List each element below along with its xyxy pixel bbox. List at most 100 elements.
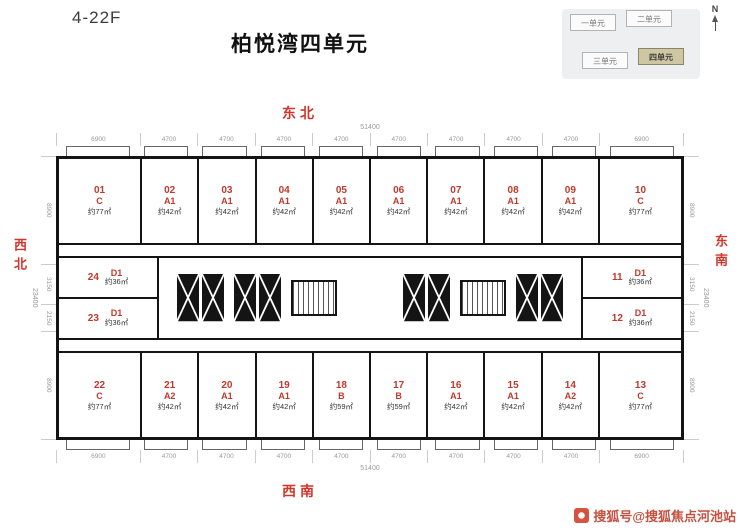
unit-area: 约42㎡ xyxy=(329,207,354,217)
unit-cell: 02 A1 约42㎡ xyxy=(140,159,197,243)
unit-type: A1 xyxy=(507,196,519,207)
unit-number: 03 xyxy=(221,185,233,197)
unit-number: 17 xyxy=(393,379,405,391)
unit-cell: 06 A1 约42㎡ xyxy=(369,159,426,243)
north-arrow-stem xyxy=(714,22,716,31)
unit-type: B xyxy=(338,390,345,401)
middle-band: 24 D1 约36㎡ 23 D1 约36㎡ xyxy=(59,258,681,338)
watermark: 搜狐号@搜狐焦点河池站 xyxy=(574,506,736,525)
unit-type: D1 xyxy=(634,267,647,278)
unit-area: 约42㎡ xyxy=(272,207,296,217)
dimension-segment: 4700 xyxy=(369,450,427,463)
direction-label-southwest: 西南 xyxy=(282,483,318,499)
elevator-shaft-icon xyxy=(403,274,425,322)
balcony xyxy=(260,146,305,156)
balcony-strip-top xyxy=(59,146,681,156)
units-stack-right: 11 D1 约36㎡ 12 D1 约36㎡ xyxy=(581,258,681,338)
units-row-bottom: 22 C 约77㎡ 21 A2 约42㎡ 20 A1 约42㎡ 19 A1 xyxy=(59,353,681,438)
unit-number: 24 xyxy=(87,272,99,284)
floorplan-drawing: 01 C 约77㎡ 02 A1 约42㎡ 03 A1 约42㎡ 04 A1 xyxy=(56,156,684,440)
dimension-segment: 4700 xyxy=(254,450,312,463)
unit-area: 约42㎡ xyxy=(501,401,525,411)
unit-number: 04 xyxy=(278,185,290,197)
unit-number: 02 xyxy=(164,185,176,197)
balcony xyxy=(493,146,538,156)
dimension-segment: 6900 xyxy=(56,133,140,146)
unit-cell: 01 C 约77㎡ xyxy=(59,159,140,243)
unit-cell: 15 A1 约42㎡ xyxy=(483,353,540,438)
dimension-segment: 4700 xyxy=(541,450,599,463)
unit-area: 约42㎡ xyxy=(558,401,582,411)
keyplan-unit-1: 一单元 xyxy=(570,14,616,31)
unit-type: C xyxy=(637,390,644,401)
unit-number: 10 xyxy=(634,185,647,197)
balcony xyxy=(66,146,131,156)
unit-type: A1 xyxy=(278,390,290,401)
keyplan-unit-4-active: 四单元 xyxy=(638,48,684,65)
unit-number: 14 xyxy=(564,379,576,391)
unit-type: C xyxy=(96,390,103,401)
unit-type: A1 xyxy=(278,196,290,207)
staircase-icon xyxy=(460,279,506,317)
unit-area: 约77㎡ xyxy=(87,401,112,411)
balcony xyxy=(551,440,597,450)
dimension-total-left: 23400 xyxy=(28,122,41,474)
balcony xyxy=(202,146,247,156)
dimension-value: 23400 xyxy=(31,288,38,308)
elevator-bank xyxy=(516,274,563,322)
unit-area: 约42㎡ xyxy=(158,207,182,217)
dimension-segment: 4700 xyxy=(139,450,197,463)
corridor-top xyxy=(59,242,681,259)
unit-area: 约42㎡ xyxy=(444,207,468,217)
unit-type: D1 xyxy=(634,308,647,319)
elevator-shaft-icon xyxy=(202,274,224,322)
balcony xyxy=(610,440,675,450)
corridor-bottom xyxy=(59,337,681,354)
unit-area: 约36㎡ xyxy=(628,318,653,328)
unit-area: 约59㎡ xyxy=(386,401,411,411)
unit-type: A1 xyxy=(163,196,176,207)
elevator-shaft-icon xyxy=(428,274,450,322)
direction-label-northwest: 西北 xyxy=(12,238,27,276)
elevator-bank xyxy=(403,274,450,322)
balcony xyxy=(144,146,189,156)
unit-area: 约42㎡ xyxy=(215,207,239,217)
dimension-total-bottom: 51400 xyxy=(360,465,380,472)
unit-number: 23 xyxy=(87,312,99,324)
north-arrow-icon xyxy=(712,15,718,22)
balcony xyxy=(435,440,480,450)
unit-cell: 22 C 约77㎡ xyxy=(59,353,140,437)
unit-type: A2 xyxy=(564,390,577,401)
dimension-segment: 8900 xyxy=(684,330,699,440)
unit-number: 08 xyxy=(507,185,519,197)
dimension-segment: 4700 xyxy=(139,133,197,146)
unit-area: 约36㎡ xyxy=(104,318,129,328)
north-compass-icon: N xyxy=(708,4,722,31)
unit-type: C xyxy=(637,196,644,207)
unit-number: 12 xyxy=(611,312,623,324)
unit-type: A1 xyxy=(450,390,462,401)
unit-number: 15 xyxy=(507,379,519,391)
balcony xyxy=(260,440,305,450)
unit-cell: 21 A2 约42㎡ xyxy=(140,353,197,438)
floor-range-label: 4-22F xyxy=(72,8,122,27)
unit-area: 约42㎡ xyxy=(215,401,239,411)
unit-cell: 23 D1 约36㎡ xyxy=(59,297,157,338)
balcony xyxy=(377,440,422,450)
dimension-segment: 4700 xyxy=(484,450,541,463)
direction-label-southeast: 东南 xyxy=(713,234,728,272)
unit-type: C xyxy=(96,196,103,207)
dimension-segment: 6900 xyxy=(599,450,685,463)
page-title: 柏悦湾四单元 xyxy=(231,33,369,56)
dimension-segment: 3150 xyxy=(684,264,699,303)
direction-label-northeast: 东北 xyxy=(282,105,318,121)
dimension-segment: 8900 xyxy=(41,156,56,264)
unit-number: 13 xyxy=(634,379,647,391)
dimension-segment: 4700 xyxy=(197,450,254,463)
unit-cell: 17 B 约59㎡ xyxy=(369,353,426,438)
unit-area: 约42㎡ xyxy=(386,207,411,217)
unit-area: 约77㎡ xyxy=(628,401,653,411)
